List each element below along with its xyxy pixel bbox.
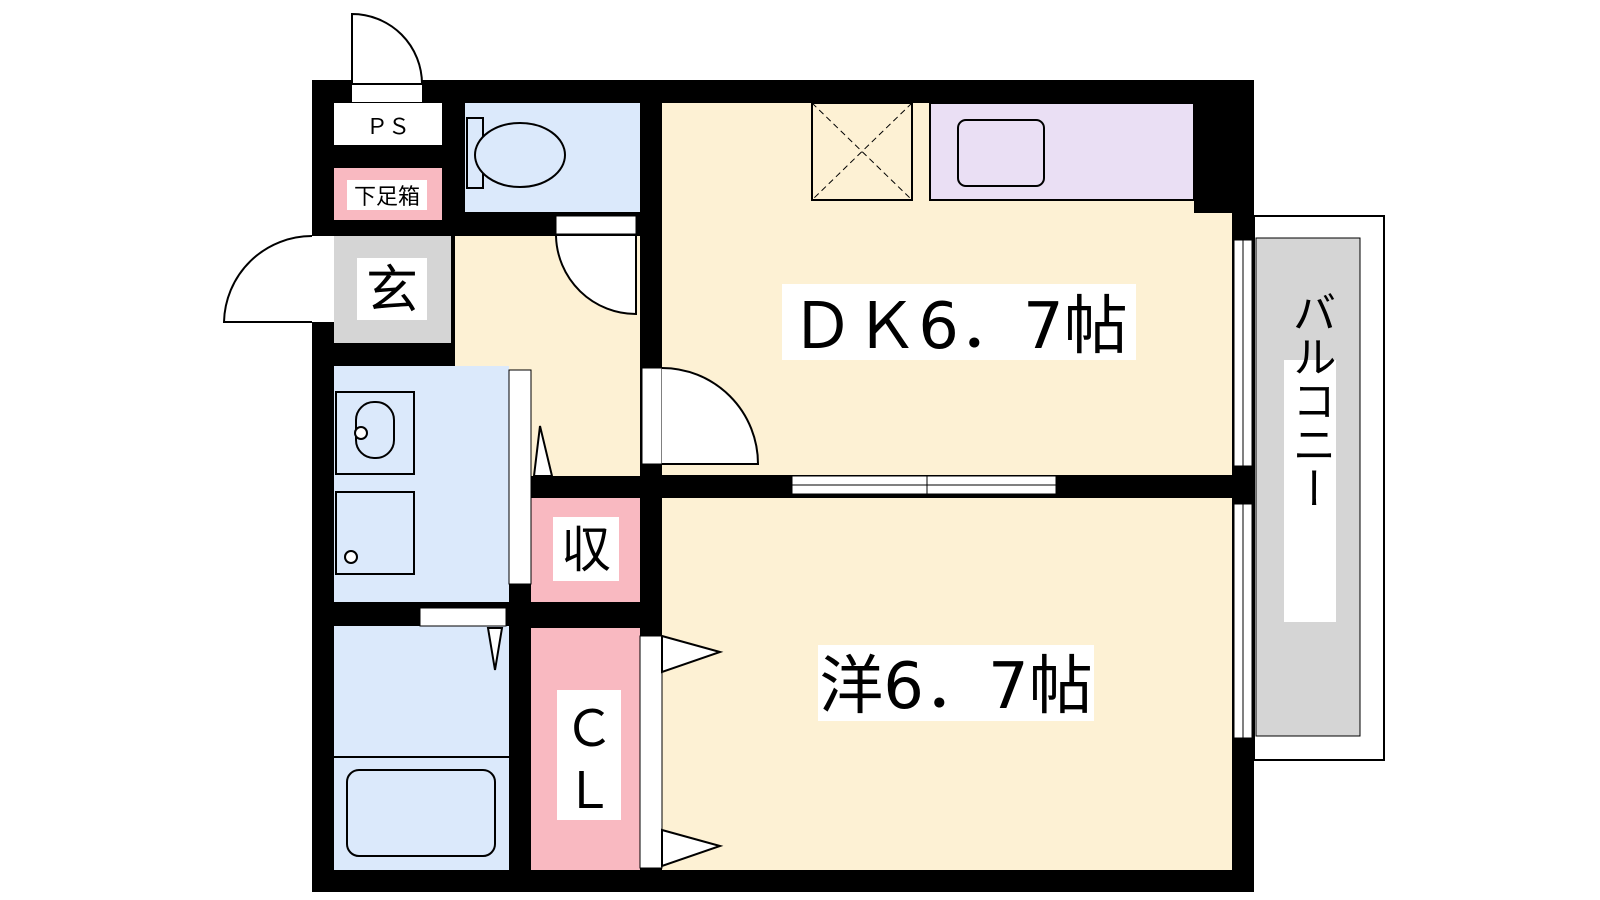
entrance-label-bg [357,258,427,320]
bathtub [346,769,496,857]
western-label-bg [818,645,1094,721]
toilet-bowl [474,122,566,188]
bathroom-door [419,607,507,627]
sink [957,119,1045,187]
ps-box [334,103,442,145]
bathroom-door-hinge [486,627,504,671]
closet-label-c: Ｃ [564,700,614,758]
toilet-door-swing [555,235,637,316]
storage-label: 収 [561,521,611,579]
washroom-door-hinge [532,425,554,477]
front-door-swing [222,235,313,323]
fridge-cross-b [811,102,913,201]
balcony-label: バルコニー [1285,290,1336,510]
dk-door-leaf [641,367,663,465]
closet-door-lower [661,828,724,868]
shoe-cabinet-label: 下足箱 [354,185,420,210]
entrance-label: 玄 [366,261,418,321]
closet-door-upper [661,634,724,674]
closet-label-l: Ｌ [564,762,614,820]
dk-label: ＤＫ6．7帖 [790,290,1127,364]
dk-door-swing [661,367,760,465]
dk-label-bg [782,284,1136,360]
washroom-door [508,369,532,585]
toilet-door-frame [555,215,637,235]
drain [344,550,358,564]
closet-door-frame [639,635,663,869]
ps-door-gap [352,80,422,102]
front-door-gap [312,236,334,322]
closet-label-bg [557,690,621,820]
ps-label: ＰＳ [366,115,410,140]
storage-label-bg [553,517,619,581]
western-label: 洋6．7帖 [819,650,1092,724]
balcony-label-bg [1284,360,1336,622]
wall-column [1194,103,1254,213]
fridge-cross-a [811,102,913,201]
basin-tap [354,426,368,440]
ps-door-swing [351,12,424,85]
shoe-cabinet-label-bg [347,180,427,210]
